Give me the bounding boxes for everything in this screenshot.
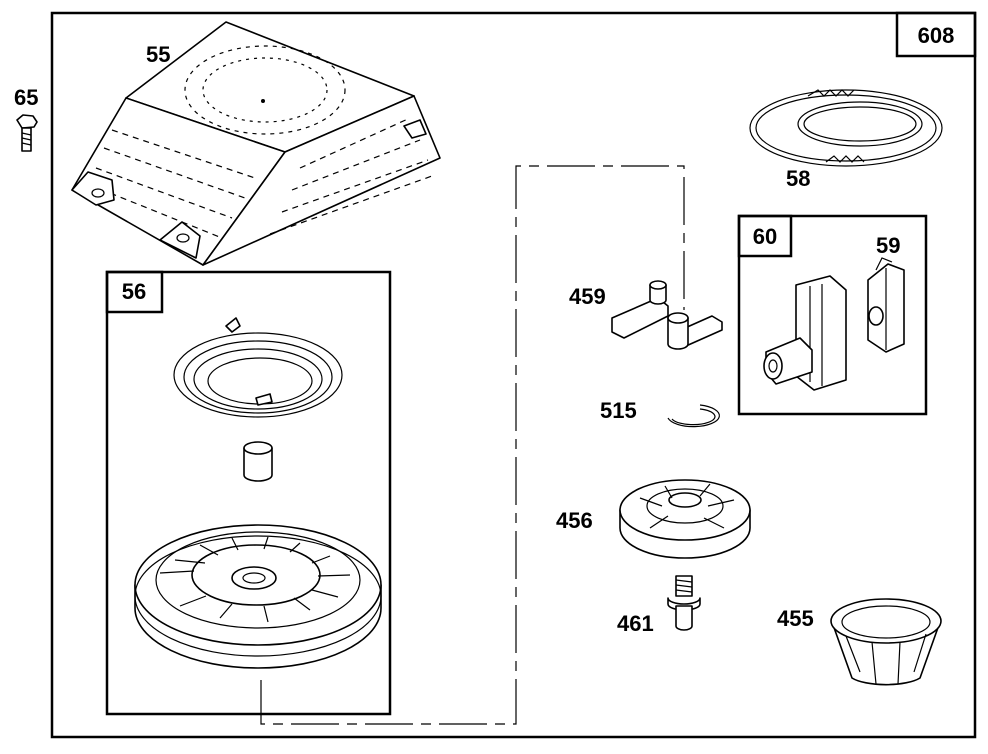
label-461: 461 xyxy=(617,611,654,636)
label-515: 515 xyxy=(600,398,637,423)
leader-line xyxy=(260,165,685,725)
starter-pulley xyxy=(134,524,382,669)
assembly-number: 608 xyxy=(918,23,955,48)
spacer-cylinder xyxy=(243,441,273,482)
label-60: 60 xyxy=(753,224,777,249)
part-455-cup[interactable]: 455 xyxy=(777,598,942,686)
part-459-pawl[interactable]: 459 xyxy=(569,280,723,350)
part-456-ratchet[interactable]: 456 xyxy=(556,479,751,559)
part-65-bolt[interactable]: 65 xyxy=(14,85,38,152)
label-55: 55 xyxy=(146,42,170,67)
part-55-blower-housing[interactable]: 55 xyxy=(71,21,441,266)
label-456: 456 xyxy=(556,508,593,533)
label-65: 65 xyxy=(14,85,38,110)
part-59-clip xyxy=(867,257,905,353)
part-461-screw[interactable]: 461 xyxy=(617,575,701,636)
label-56: 56 xyxy=(122,279,146,304)
label-455: 455 xyxy=(777,606,814,631)
part-515-ring[interactable]: 515 xyxy=(600,398,720,428)
label-58: 58 xyxy=(786,166,810,191)
label-459: 459 xyxy=(569,284,606,309)
part-58-tube[interactable]: 58 xyxy=(749,89,943,191)
part-60-handle xyxy=(763,275,847,391)
assembly-number-box: 608 xyxy=(895,11,977,58)
box-60-parts[interactable]: 60 59 xyxy=(737,214,928,416)
box-56-starter-pulley[interactable]: 56 xyxy=(105,270,392,716)
outer-frame xyxy=(50,11,977,739)
rewind-spring xyxy=(173,317,343,418)
label-59: 59 xyxy=(876,233,900,258)
